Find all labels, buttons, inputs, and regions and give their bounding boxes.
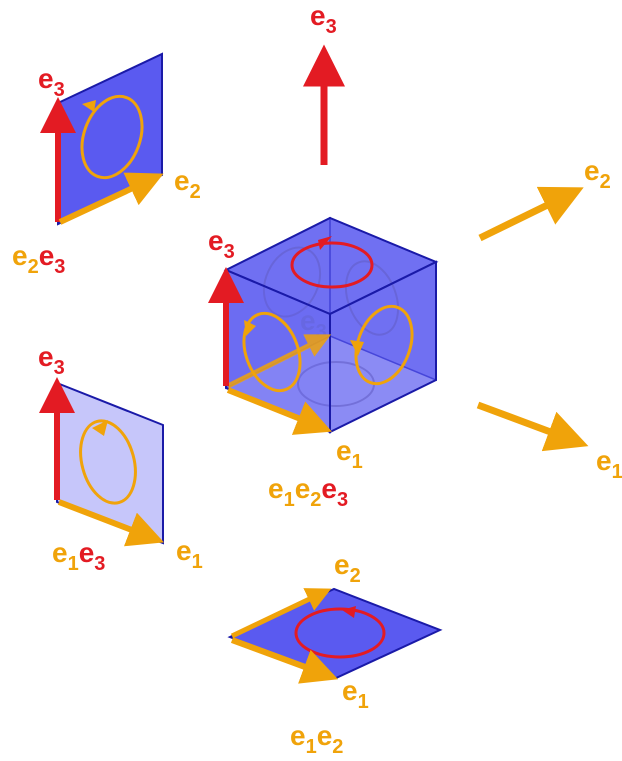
circulation-arrowhead-icon [82, 100, 96, 112]
circulation-arrowhead-icon [244, 320, 256, 336]
label-e3: e3 [38, 63, 65, 101]
e2-arrow-icon [226, 334, 332, 389]
e1-arrow-icon [476, 401, 589, 452]
label-e2: e2 [174, 165, 201, 203]
e2-arrow-icon [478, 186, 584, 242]
label-e3: e3 [38, 341, 65, 379]
circulation-arrowhead-icon [318, 236, 332, 250]
circulation-arrow-icon [354, 304, 414, 386]
label-e2: e2 [334, 549, 361, 587]
e1-arrow-icon [57, 499, 165, 547]
circulation-arrowhead-icon [350, 340, 364, 356]
e1-arrow-icon [226, 387, 332, 435]
vector-e1-standalone: e1 [476, 401, 622, 483]
label-e1: e1 [336, 435, 363, 473]
bivector-e2e3: e3 e2 e2e3 [12, 52, 201, 278]
vector-e3-standalone: e3 [303, 0, 345, 165]
label-e1e3: e1e3 [52, 537, 105, 575]
circulation-arrow-icon [294, 607, 386, 659]
circulation-arrowhead-icon [342, 606, 356, 618]
label-e1-right: e1 [596, 445, 622, 483]
label-e1e2e3: e1e2e3 [268, 473, 348, 511]
vector-e2-standalone: e2 [478, 155, 611, 242]
bivector-e1e3: e3 e1 e1e3 [38, 341, 203, 575]
label-e3-top: e3 [310, 0, 337, 38]
plane-e1e2 [227, 587, 443, 680]
label-e2-right: e2 [584, 155, 611, 193]
e1-arrow-icon [230, 637, 339, 684]
circulation-arrow-icon [290, 241, 374, 289]
label-e2e3: e2e3 [12, 240, 65, 278]
e2-arrow-icon [58, 172, 164, 225]
circulation-arrow-icon [80, 94, 144, 180]
trivector-cube: e3 e3 e1 e1e2e3 [208, 216, 439, 511]
bivector-e1e2: e2 e1 e1e2 [227, 549, 443, 758]
label-e1e2: e1e2 [290, 720, 343, 758]
circulation-arrowhead-icon [92, 420, 108, 436]
label-e1: e1 [342, 675, 369, 713]
circulation-arrow-icon [242, 311, 302, 393]
e2-arrow-icon [230, 588, 332, 639]
circulation-arrow-icon [79, 419, 137, 505]
cube-right-face [329, 260, 437, 434]
label-e1: e1 [176, 535, 203, 573]
label-e3: e3 [208, 225, 235, 263]
